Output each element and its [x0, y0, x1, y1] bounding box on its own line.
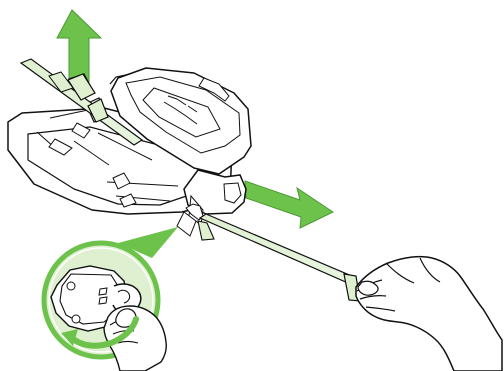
- hand-pulling-icon: [355, 255, 503, 371]
- sealing-strip-left: [19, 58, 144, 146]
- arrow-right-icon: [244, 180, 335, 229]
- toner-cartridge: [7, 67, 252, 237]
- arrow-up-icon: [56, 9, 103, 87]
- detail-callout-circle: [41, 240, 161, 360]
- rotate-arrow-icon: [61, 316, 139, 349]
- callout-pointer: [118, 227, 178, 258]
- sealing-pull-strip: [197, 213, 361, 302]
